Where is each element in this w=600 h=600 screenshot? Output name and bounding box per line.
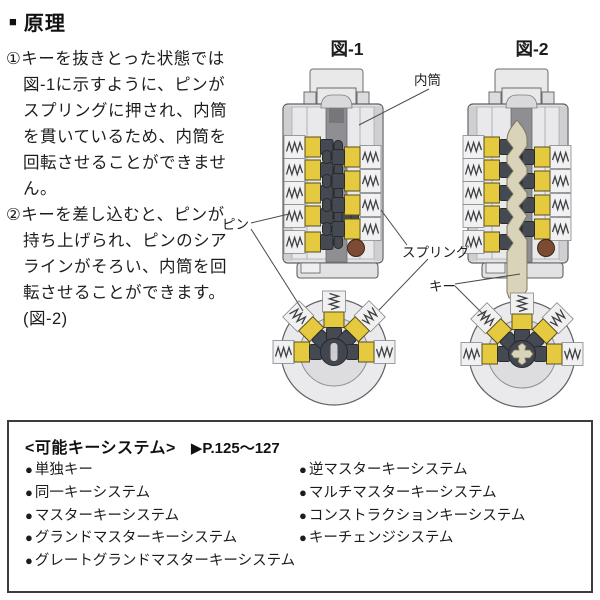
circled-number-1: ①	[6, 50, 22, 68]
square-bullet-icon: ■	[9, 14, 17, 29]
bullet-icon: ●	[299, 462, 307, 477]
bullet-icon: ●	[299, 507, 307, 523]
key-profile	[510, 342, 534, 366]
key-system-item: ●単独キー	[25, 459, 299, 482]
key-system-item: ●同一キーシステム	[25, 482, 299, 505]
empty-keyway	[330, 343, 338, 361]
instructions: ①キーを抜きとった状態では図-1に示すように、ピンがスプリングに押され、内筒を貫…	[6, 46, 235, 332]
spring-label: スプリング	[402, 245, 470, 260]
bullet-icon: ●	[25, 530, 33, 546]
bullet-icon: ●	[299, 484, 307, 500]
key-systems-header: <可能キーシステム> ▶P.125〜127	[25, 434, 280, 458]
leader-lines	[250, 88, 521, 318]
page-title: ■ 原理	[9, 7, 66, 36]
key-systems-right-column: ●逆マスターキーシステム ●マルチマスターキーシステム ●コンストラクションキー…	[299, 459, 579, 573]
fig2-label: 図-2	[515, 39, 548, 59]
fig1-cylinder-diagram	[282, 68, 384, 279]
fig2-cross-section	[461, 293, 583, 408]
ball-pin	[347, 239, 365, 257]
key-label: キー	[429, 279, 456, 294]
key-system-item: ●キーチェンジシステム	[299, 527, 579, 550]
key-systems-left-column: ●単独キー ●同一キーシステム ●マスターキーシステム ●グランドマスターキーシ…	[25, 459, 299, 573]
instruction-2-text: キーを差し込むと、ピンが持ち上げられ、ピンのシアラインがそろい、内筒を回転させる…	[21, 206, 228, 328]
circled-number-2: ②	[6, 206, 22, 224]
instruction-2: ②キーを差し込むと、ピンが持ち上げられ、ピンのシアラインがそろい、内筒を回転させ…	[6, 202, 235, 332]
key-system-item: ●グレートグランドマスターキーシステム	[25, 550, 299, 573]
bullet-icon: ●	[25, 553, 33, 569]
key-system-item: ●コンストラクションキーシステム	[299, 505, 579, 528]
pin-label: ピン	[222, 217, 249, 232]
fig2-cylinder-diagram	[463, 68, 571, 299]
key-systems-list: ●単独キー ●同一キーシステム ●マスターキーシステム ●グランドマスターキーシ…	[25, 459, 579, 573]
key-system-item: ●逆マスターキーシステム	[299, 459, 579, 482]
key-system-item: ●マスターキーシステム	[25, 505, 299, 528]
inner-cylinder-label: 内筒	[414, 72, 441, 88]
bullet-icon: ●	[25, 484, 33, 500]
bullet-icon: ●	[25, 507, 33, 523]
bullet-icon: ●	[299, 530, 307, 546]
instruction-1-text: キーを抜きとった状態では図-1に示すように、ピンがスプリングに押され、内筒を貫い…	[21, 50, 228, 198]
ball-pin	[537, 239, 555, 257]
fig1-cross-section	[273, 291, 395, 406]
key-blade	[506, 119, 528, 299]
page-title-text: 原理	[23, 13, 66, 35]
key-systems-heading: <可能キーシステム>	[25, 440, 176, 457]
bullet-icon: ●	[25, 462, 33, 477]
key-system-item: ●マルチマスターキーシステム	[299, 482, 579, 505]
key-systems-box: <可能キーシステム> ▶P.125〜127 ●単独キー ●同一キーシステム ●マ…	[7, 420, 593, 593]
principle-diagram: 図-1 図-2 内筒 ピン スプリング キー	[222, 39, 600, 408]
instruction-1: ①キーを抜きとった状態では図-1に示すように、ピンがスプリングに押され、内筒を貫…	[6, 46, 235, 202]
fig1-label: 図-1	[330, 39, 363, 59]
key-system-item: ●グランドマスターキーシステム	[25, 527, 299, 550]
page-reference: ▶P.125〜127	[190, 440, 280, 457]
